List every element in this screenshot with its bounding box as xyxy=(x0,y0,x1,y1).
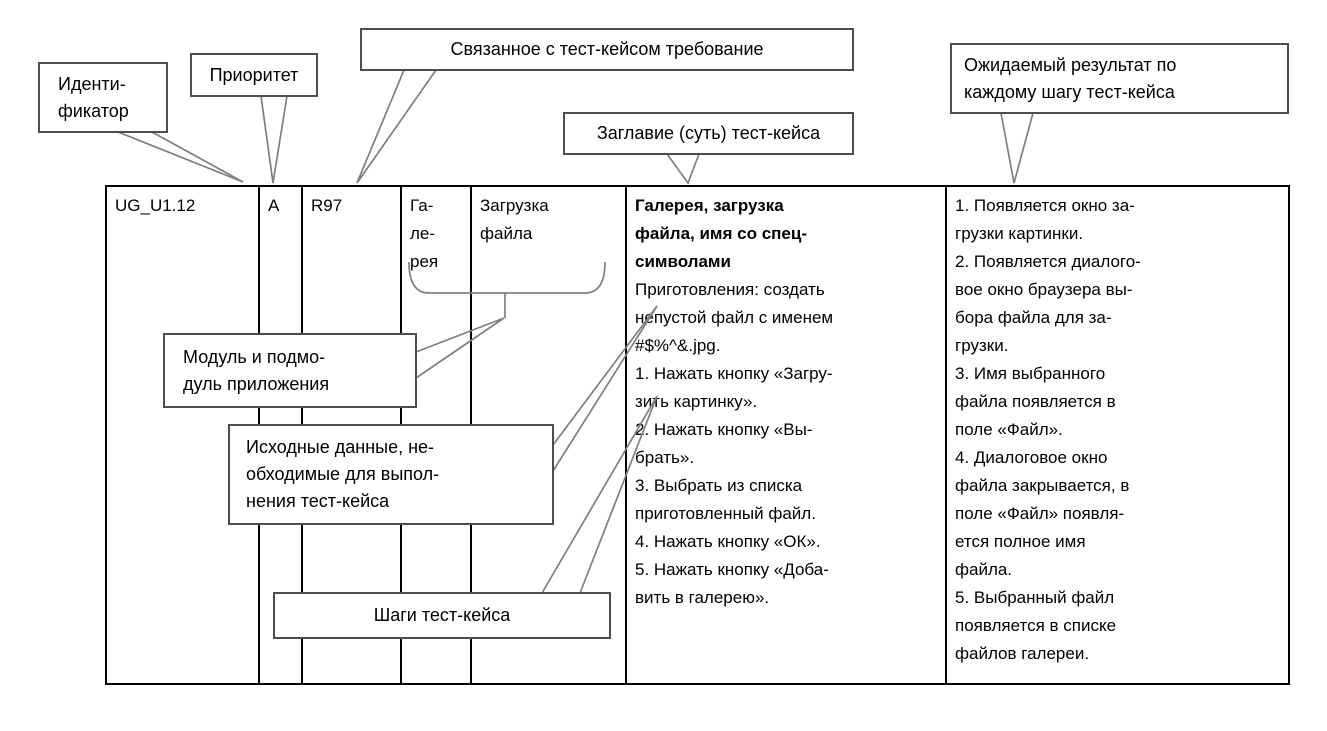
cell-test-case: Галерея, загрузка файла, имя со спец- си… xyxy=(627,187,947,683)
priority-value: А xyxy=(268,196,280,215)
submodule-value: Загрузка файла xyxy=(480,196,549,243)
callout-steps-label: Шаги тест-кейса xyxy=(373,605,511,625)
callout-expected-result: Ожидаемый результат по каждому шагу тест… xyxy=(950,43,1289,114)
priority-pointer xyxy=(260,95,288,184)
callout-identifier-label: Иденти- фикатор xyxy=(58,73,129,121)
identifier-pointer xyxy=(117,131,244,183)
callout-module: Модуль и подмо- дуль приложения xyxy=(163,333,417,408)
expected-pointer xyxy=(1000,112,1034,184)
title-pointer xyxy=(666,153,700,185)
cell-expected-result: 1. Появляется окно за- грузки картинки. … xyxy=(947,187,1292,683)
callout-requirement-label: Связанное с тест-кейсом требование xyxy=(450,39,764,59)
test-case-body: Приготовления: создать непустой файл с и… xyxy=(635,280,834,607)
identifier-value: UG_U1.12 xyxy=(115,196,196,215)
callout-identifier: Иденти- фикатор xyxy=(38,62,168,133)
module-value: Га- ле- рея xyxy=(410,196,439,271)
callout-module-label: Модуль и подмо- дуль приложения xyxy=(183,346,330,394)
test-case-title: Галерея, загрузка файла, имя со спец- си… xyxy=(635,196,808,271)
callout-expected-result-label: Ожидаемый результат по каждому шагу тест… xyxy=(964,54,1177,102)
requirement-value: R97 xyxy=(311,196,343,215)
requirement-pointer xyxy=(356,69,437,184)
callout-steps: Шаги тест-кейса xyxy=(273,592,611,639)
callout-priority-label: Приоритет xyxy=(209,64,299,85)
expected-result-value: 1. Появляется окно за- грузки картинки. … xyxy=(955,196,1141,663)
callout-test-case-title-label: Заглавие (суть) тест-кейса xyxy=(596,123,821,143)
callout-input-data-label: Исходные данные, не- обходимые для выпол… xyxy=(246,437,440,511)
callout-requirement: Связанное с тест-кейсом требование xyxy=(360,28,854,71)
callout-test-case-title: Заглавие (суть) тест-кейса xyxy=(563,112,854,155)
callout-input-data: Исходные данные, не- обходимые для выпол… xyxy=(228,424,554,525)
callout-priority: Приоритет xyxy=(190,53,318,97)
